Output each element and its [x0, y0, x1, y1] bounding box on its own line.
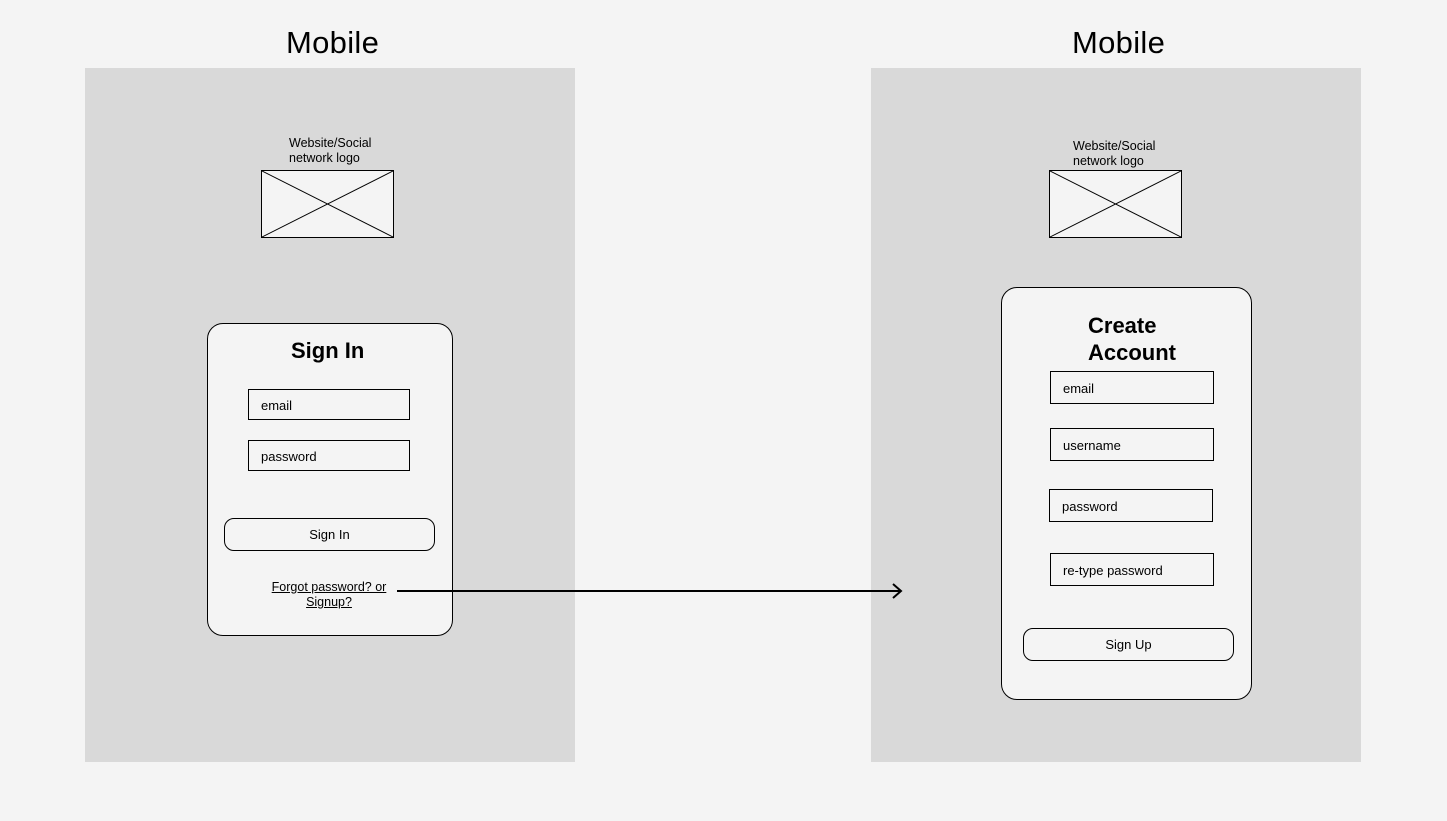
forgot-password-link-text[interactable]: Forgot password? or [271, 580, 387, 594]
signup-link-text[interactable]: Signup? [306, 595, 352, 609]
create-account-title: Create Account [1088, 312, 1176, 366]
logo-caption: Website/Social network logo [289, 136, 372, 165]
email-field[interactable]: email [1050, 371, 1214, 404]
sign-in-card: Sign In email password Sign In Forgot pa… [207, 323, 453, 636]
right-mobile-frame: Website/Social network logo Create Accou… [871, 68, 1361, 762]
image-placeholder-icon [1049, 170, 1182, 238]
sign-up-button[interactable]: Sign Up [1023, 628, 1234, 661]
image-placeholder-icon [261, 170, 394, 238]
logo-caption: Website/Social network logo [1073, 139, 1156, 168]
password-field[interactable]: password [248, 440, 410, 471]
email-field[interactable]: email [248, 389, 410, 420]
password-field[interactable]: password [1049, 489, 1213, 522]
sign-in-title: Sign In [291, 338, 365, 363]
title-line-1: Create [1088, 313, 1157, 338]
username-field[interactable]: username [1050, 428, 1214, 461]
sign-in-button[interactable]: Sign In [224, 518, 435, 551]
right-frame-title: Mobile [1072, 25, 1166, 60]
left-mobile-frame: Website/Social network logo Sign In emai… [85, 68, 575, 762]
forgot-signup-link[interactable]: Forgot password? or Signup? [264, 580, 394, 610]
retype-password-field[interactable]: re-type password [1050, 553, 1214, 586]
left-frame-title: Mobile [286, 25, 380, 60]
title-line-2: Account [1088, 340, 1176, 365]
create-account-card: Create Account email username password r… [1001, 287, 1252, 700]
